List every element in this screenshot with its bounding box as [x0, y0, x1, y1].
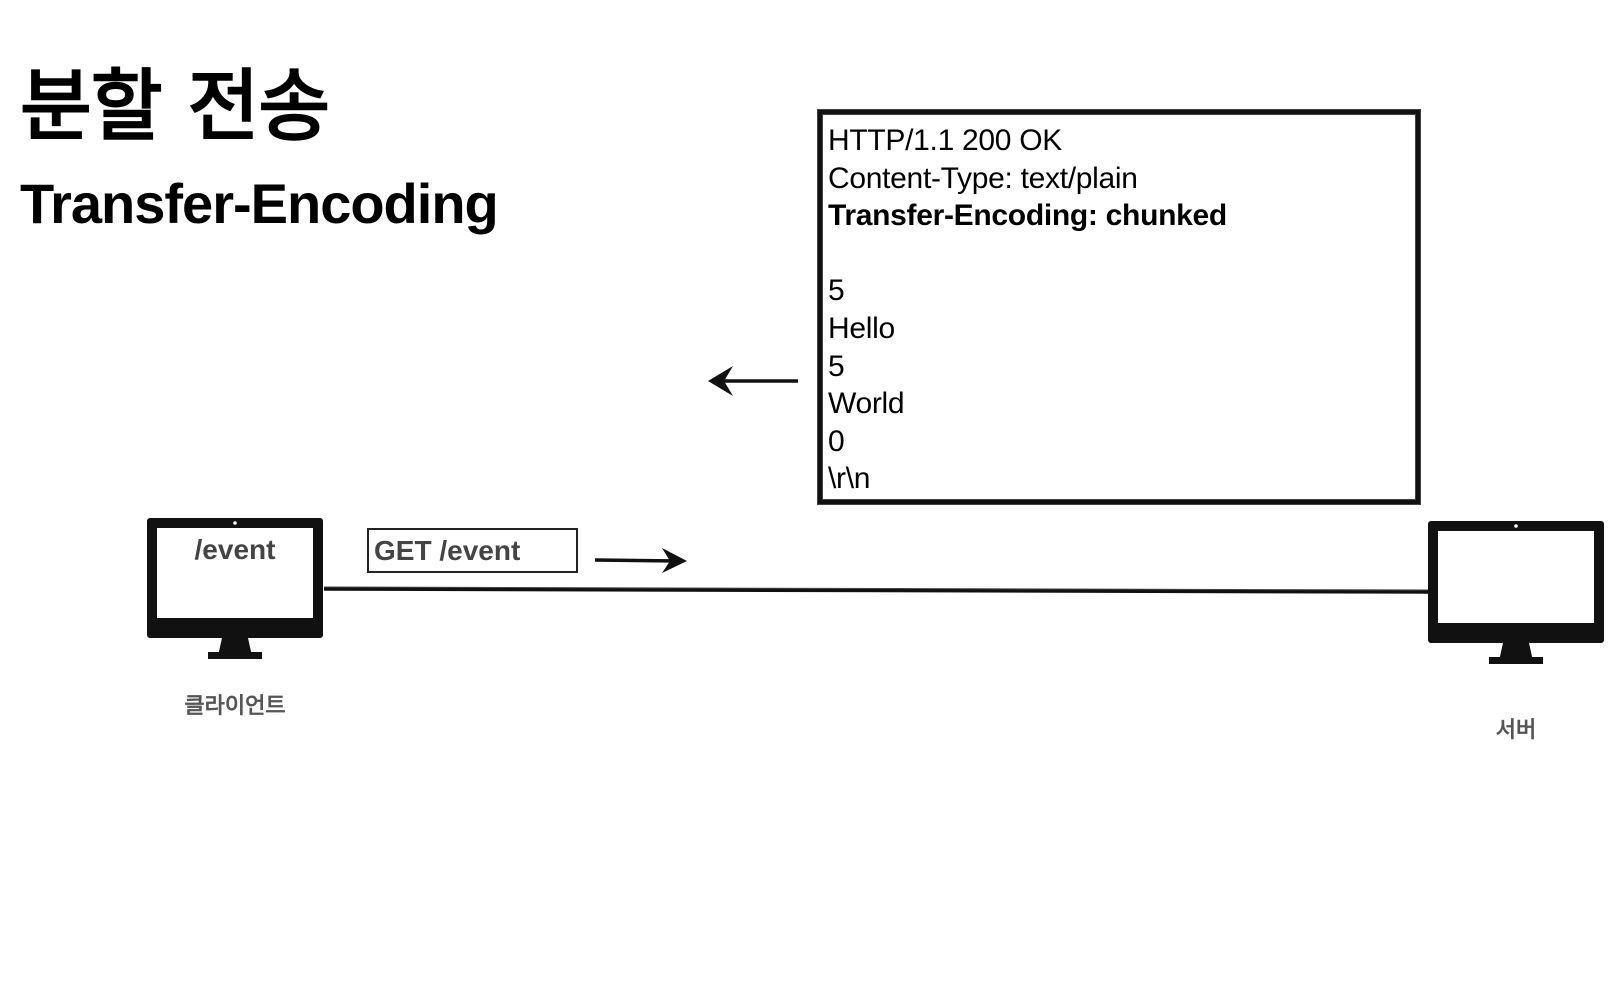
page-subtitle: Transfer-Encoding [20, 172, 499, 235]
http-response-box [818, 110, 1420, 504]
http-response-line: 5 [828, 349, 845, 383]
request-arrow-icon [594, 548, 687, 573]
network-line-texture [323, 586, 1431, 591]
page-title: 분할 전송 [20, 62, 330, 152]
http-response-line: Content-Type: text/plain [828, 161, 1138, 195]
client-monitor-icon [147, 518, 323, 659]
http-response-line: 0 [828, 424, 845, 458]
server-monitor-icon [1428, 521, 1604, 664]
http-request-box: GET /event [367, 528, 578, 573]
http-response-line: Hello [828, 311, 895, 345]
http-response-line: Transfer-Encoding: chunked [828, 199, 1227, 233]
client-screen-path: /event [194, 534, 276, 565]
http-response-line: 5 [828, 274, 845, 308]
http-response-line: \r\n [828, 462, 871, 496]
response-arrow-icon [708, 366, 798, 396]
network-line [323, 587, 1431, 594]
http-response-line: HTTP/1.1 200 OK [828, 124, 1062, 157]
client-label: 클라이언트 [184, 694, 286, 719]
server-label: 서버 [1495, 718, 1537, 743]
http-response-line: World [828, 387, 905, 421]
